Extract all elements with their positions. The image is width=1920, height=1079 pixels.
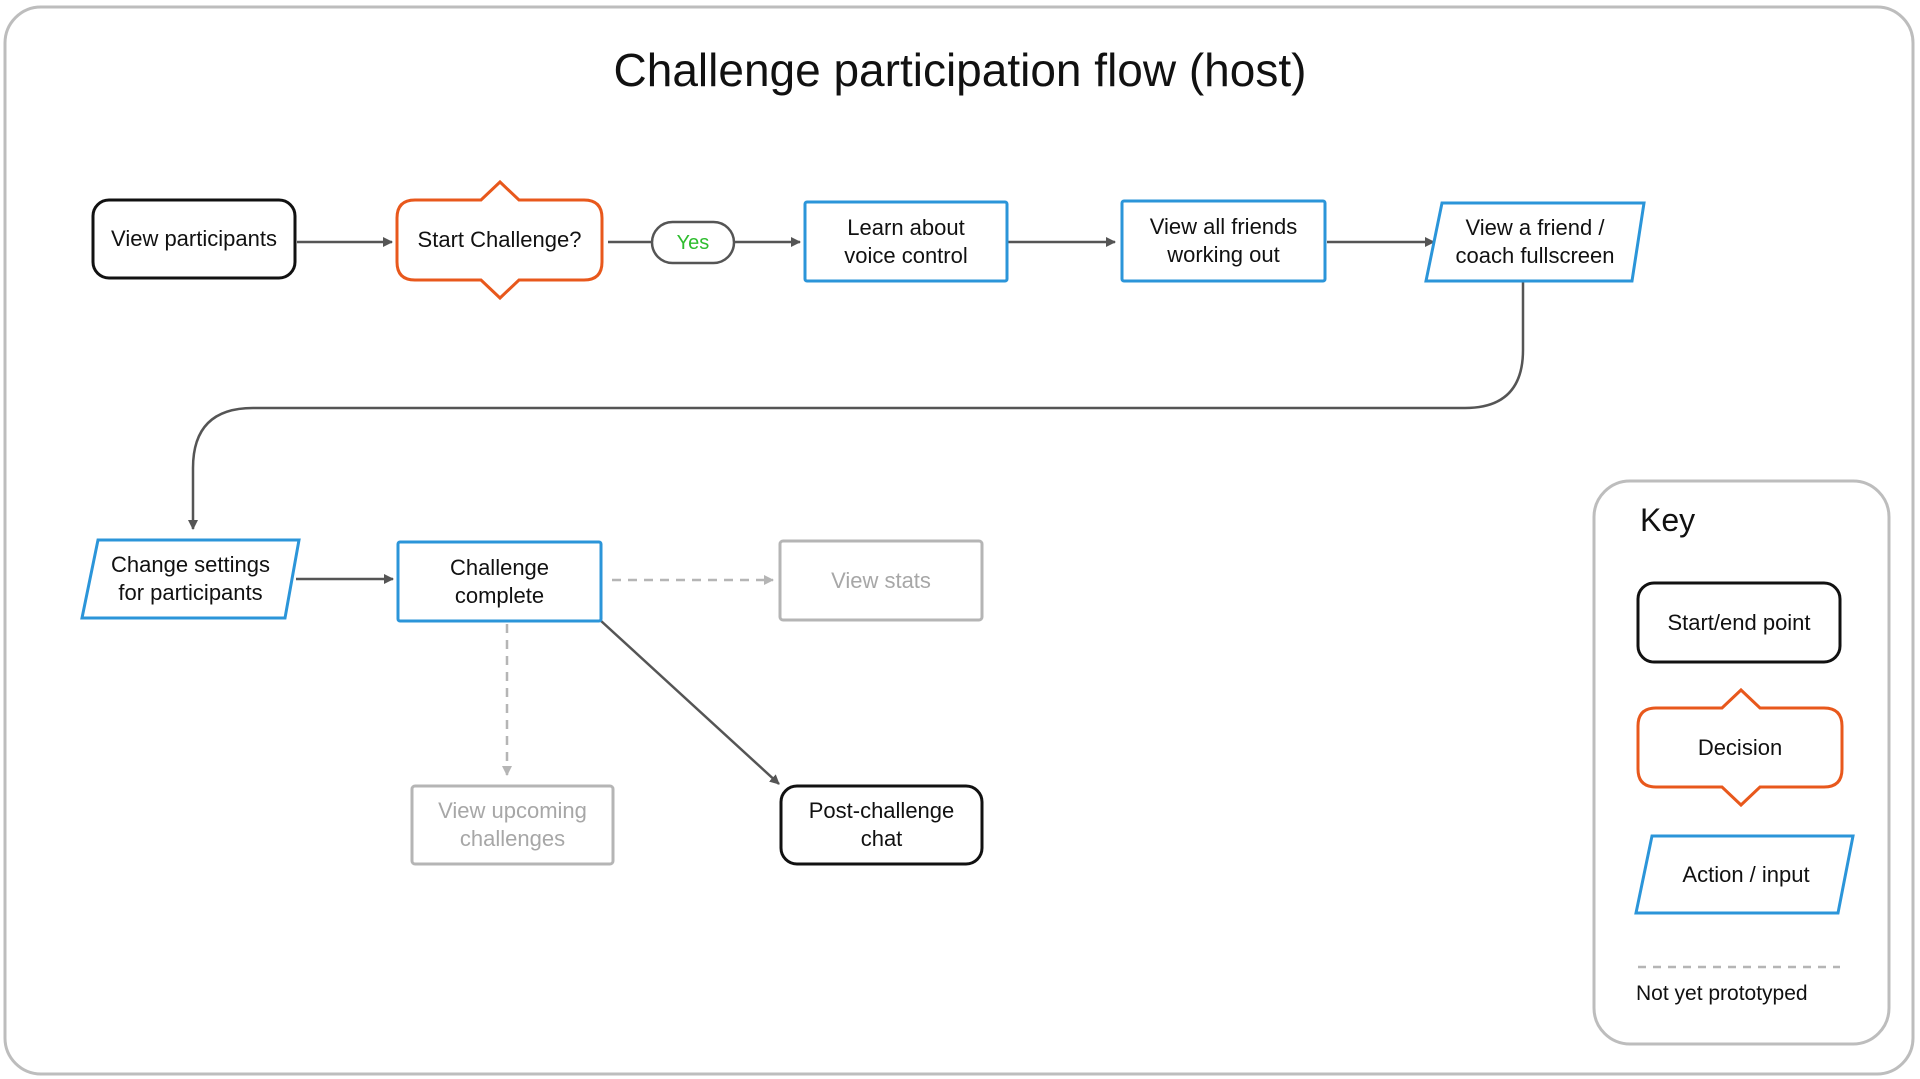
label-view-upcoming: View upcoming challenges xyxy=(438,798,587,851)
yes-pill xyxy=(650,220,736,265)
connector-fullscreen-to-settings xyxy=(188,282,1525,530)
label-view-stats: View stats xyxy=(831,567,931,593)
label-view-friend-fullscreen: View a friend / coach fullscreen xyxy=(1455,215,1615,268)
outer-frame xyxy=(3,5,1915,1076)
node-view-stats xyxy=(778,539,984,622)
node-view-upcoming xyxy=(410,784,615,866)
node-learn-voice xyxy=(803,200,1009,283)
node-start-challenge xyxy=(395,179,604,301)
node-post-chat xyxy=(779,784,984,866)
key-action-shape xyxy=(1634,834,1855,915)
label-view-friends: View all friends working out xyxy=(1149,214,1298,267)
node-view-participants xyxy=(91,198,297,280)
key-label-decision: Decision xyxy=(1697,734,1783,760)
key-label-action-input: Action / input xyxy=(1682,861,1810,887)
key-label-not-prototyped: Not yet prototyped xyxy=(1636,982,1808,1005)
label-start-challenge: Start Challenge? xyxy=(417,227,582,252)
label-challenge-complete: Challenge complete xyxy=(449,554,550,608)
node-view-friends xyxy=(1120,199,1327,283)
node-view-friend-fullscreen xyxy=(1424,201,1646,283)
label-view-participants: View participants xyxy=(111,226,277,251)
label-post-chat: Post-challenge chat xyxy=(808,798,955,851)
key-label-start-end: Start/end point xyxy=(1667,609,1811,635)
key-title: Key xyxy=(1640,502,1696,538)
key-decision-shape xyxy=(1636,687,1844,808)
label-change-settings: Change settings for participants xyxy=(111,552,270,605)
node-challenge-complete xyxy=(396,540,603,623)
connector-complete-to-chat xyxy=(599,619,780,785)
label-learn-voice: Learn about voice control xyxy=(844,214,968,268)
key-terminal-shape xyxy=(1636,581,1842,664)
node-change-settings xyxy=(80,538,301,620)
diagram-title: Challenge participation flow (host) xyxy=(613,44,1307,96)
label-yes: Yes xyxy=(676,231,710,254)
